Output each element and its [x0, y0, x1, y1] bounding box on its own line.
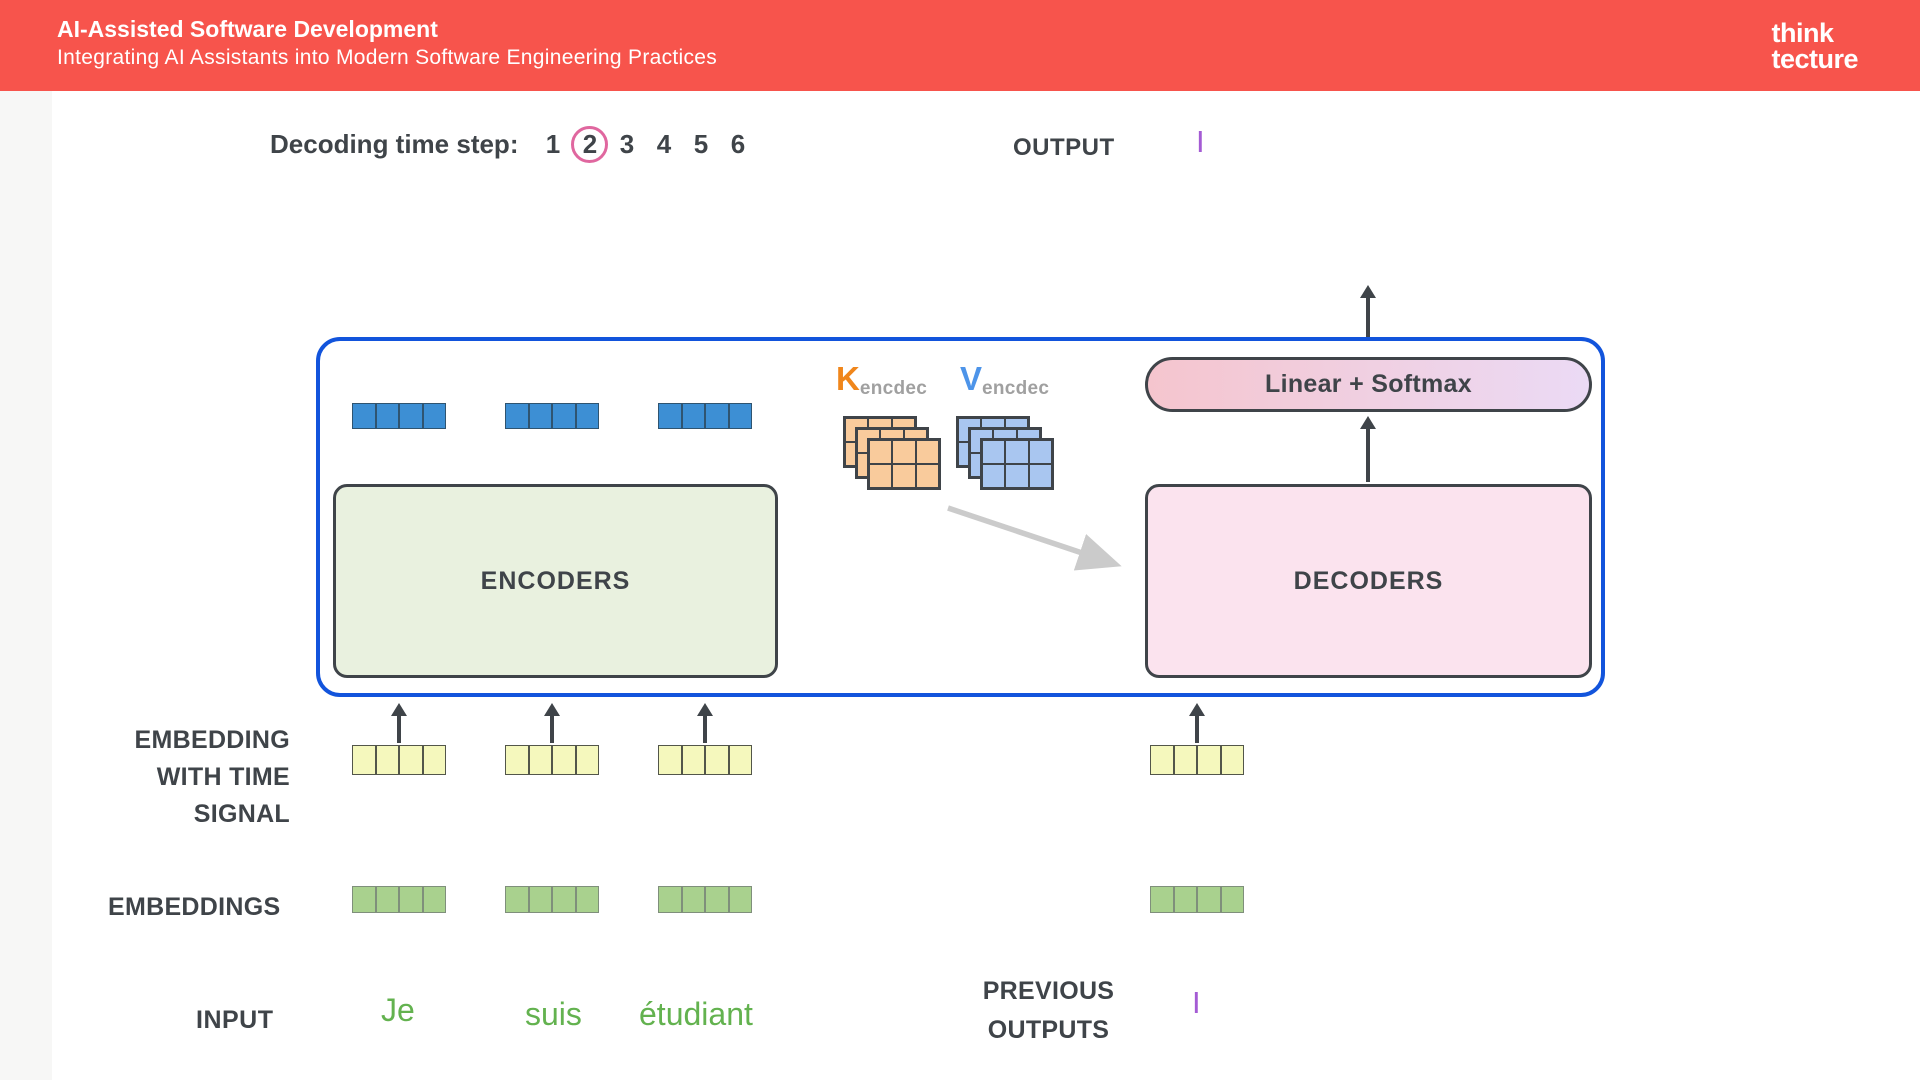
logo-line-2: tecture	[1771, 44, 1858, 74]
embedding-vector	[352, 886, 446, 913]
step-6: 6	[730, 128, 746, 159]
step-1: 1	[545, 128, 561, 159]
encoder-output-vector	[658, 403, 752, 429]
embedding-arrow-icon	[544, 703, 560, 743]
encoders-block: ENCODERS	[333, 484, 778, 678]
k-letter: K	[836, 360, 860, 397]
page-margin	[0, 91, 52, 1080]
decoders-label: DECODERS	[1293, 566, 1444, 595]
previous-output-value: I	[1192, 985, 1201, 1020]
encdec-to-decoders-arrow-icon	[947, 505, 1122, 571]
input-label: INPUT	[196, 1006, 274, 1034]
embedding-with-time-signal-label: EMBEDDING WITH TIME SIGNAL	[134, 726, 290, 828]
decoding-label: Decoding time step:	[270, 128, 519, 159]
input-token: étudiant	[639, 996, 753, 1032]
k-subscript: encdec	[859, 378, 928, 399]
transformer-container-box	[316, 337, 1605, 697]
output-value: I	[1196, 124, 1205, 159]
encoder-output-vector	[352, 403, 446, 429]
time-signal-vector	[1150, 745, 1244, 775]
k-encdec-label: Kencdec	[836, 360, 928, 399]
time-signal-vector	[352, 745, 446, 775]
input-token: Je	[381, 992, 415, 1028]
embedding-vector	[1150, 886, 1244, 913]
decoders-to-softmax-arrow-icon	[1360, 416, 1376, 482]
v-letter: V	[960, 360, 983, 397]
embeddings-label: EMBEDDINGS	[108, 893, 281, 921]
matrix-sheet	[980, 438, 1054, 490]
embedding-arrow-icon	[391, 703, 407, 743]
embedding-vector	[658, 886, 752, 913]
logo-line-1: think	[1771, 18, 1834, 48]
decoders-block: DECODERS	[1145, 484, 1592, 678]
time-signal-vector	[505, 745, 599, 775]
v-subscript: encdec	[982, 378, 1050, 399]
presentation-title: AI-Assisted Software Development	[57, 16, 438, 42]
embedding-vector	[505, 886, 599, 913]
encoder-output-vector	[505, 403, 599, 429]
v-matrix-stack	[956, 416, 1056, 492]
step-5: 5	[693, 128, 709, 159]
k-matrix-stack	[843, 416, 943, 492]
step-3: 3	[619, 128, 635, 159]
header-bar: AI-Assisted Software Development Integra…	[0, 0, 1920, 91]
previous-outputs-label: PREVIOUS OUTPUTS	[982, 977, 1115, 1044]
encoders-label: ENCODERS	[480, 566, 631, 595]
matrix-sheet	[867, 438, 941, 490]
embedding-arrow-icon	[1189, 703, 1205, 743]
step-4: 4	[656, 128, 672, 159]
linear-softmax-block: Linear + Softmax	[1145, 357, 1592, 412]
decoding-time-step-row: Decoding time step: 1 2 3 4 5 6	[270, 124, 756, 164]
embedding-arrow-icon	[697, 703, 713, 743]
final-output-arrow-icon	[1360, 285, 1376, 337]
time-signal-vector	[658, 745, 752, 775]
v-encdec-label: Vencdec	[960, 360, 1050, 399]
linear-softmax-label: Linear + Softmax	[1265, 370, 1472, 398]
step-2: 2	[571, 125, 609, 163]
output-label: OUTPUT	[1013, 134, 1115, 161]
input-token: suis	[525, 996, 582, 1032]
presentation-subtitle: Integrating AI Assistants into Modern So…	[57, 46, 718, 69]
thinktecture-logo: think tecture	[1771, 18, 1858, 74]
